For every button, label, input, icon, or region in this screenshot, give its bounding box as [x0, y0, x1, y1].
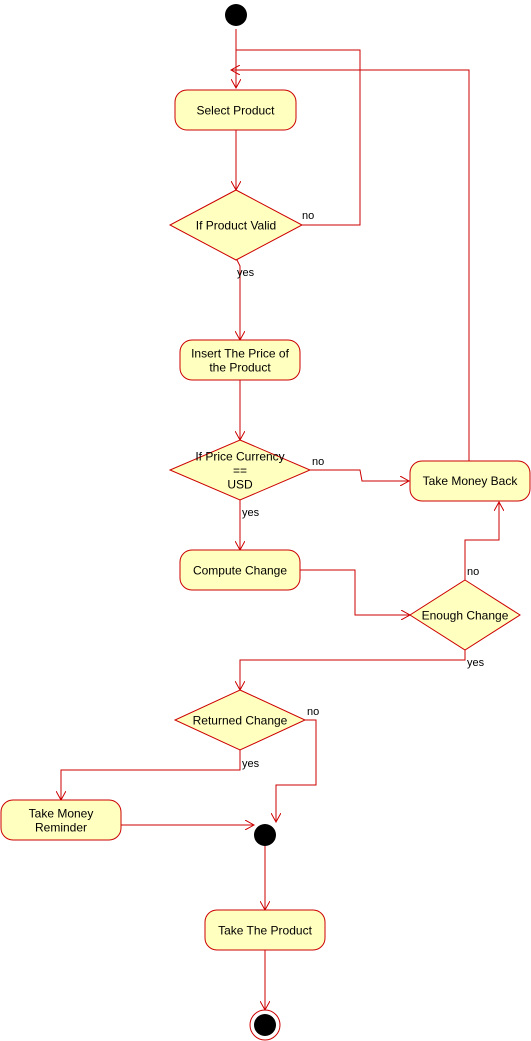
take-money-back-action: Take Money Back: [409, 460, 531, 502]
returned-yes-label: yes: [242, 758, 260, 770]
currency-yes-label: yes: [242, 507, 260, 519]
end-node: [249, 1009, 281, 1041]
price-currency-label-2: ==: [233, 464, 247, 478]
price-currency-decision: If Price Currency == USD: [168, 439, 312, 501]
take-product-label: Take The Product: [218, 924, 312, 938]
edge-currency-no-to-moneyback: [310, 469, 409, 481]
insert-price-action: Insert The Price of the Product: [179, 339, 301, 381]
product-valid-yes-label: yes: [237, 267, 255, 279]
product-valid-no-label: no: [302, 210, 314, 222]
price-currency-label-3: USD: [227, 478, 253, 492]
compute-change-label: Compute Change: [193, 564, 287, 578]
merge-node: [254, 824, 276, 846]
returned-change-label: Returned Change: [193, 714, 288, 728]
take-money-back-label: Take Money Back: [423, 474, 519, 488]
product-valid-decision: If Product Valid: [168, 189, 304, 261]
enough-yes-label: yes: [467, 657, 485, 669]
enough-no-label: no: [467, 566, 479, 578]
edge-valid-no-loop: [236, 49, 361, 226]
edge-returned-yes-to-reminder: [61, 750, 241, 800]
start-node: [225, 4, 247, 26]
returned-change-decision: Returned Change: [173, 689, 307, 751]
enough-change-decision: Enough Change: [409, 579, 521, 651]
take-money-reminder-action: Take Money Reminder: [0, 799, 122, 841]
select-product-label: Select Product: [196, 104, 275, 118]
edge-enough-no-to-moneyback: [464, 502, 499, 580]
enough-change-label: Enough Change: [422, 609, 509, 623]
take-product-action: Take The Product: [204, 909, 326, 951]
currency-no-label: no: [312, 456, 324, 468]
returned-no-label: no: [307, 706, 319, 718]
take-money-reminder-label-2: Reminder: [35, 821, 87, 835]
take-money-reminder-label-1: Take Money: [29, 807, 94, 821]
insert-price-label-2: the Product: [209, 361, 271, 375]
edge-moneyback-loop: [231, 70, 470, 461]
edge-compute-to-enough: [300, 569, 410, 615]
insert-price-label-1: Insert The Price of: [191, 347, 289, 361]
edge-valid-yes-to-insert: [236, 257, 240, 340]
product-valid-label: If Product Valid: [196, 219, 276, 233]
compute-change-action: Compute Change: [179, 549, 301, 591]
edge-returned-no-to-merge: [276, 719, 317, 822]
edge-enough-yes-to-returned: [240, 650, 466, 690]
select-product-action: Select Product: [174, 89, 297, 131]
price-currency-label-1: If Price Currency: [195, 450, 284, 464]
